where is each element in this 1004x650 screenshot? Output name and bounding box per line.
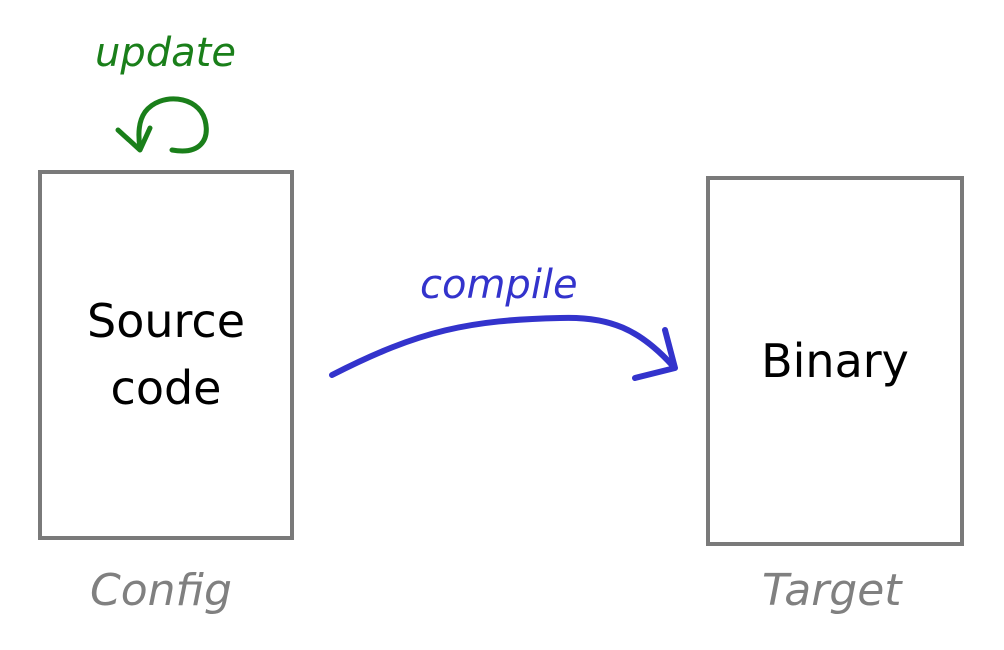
config-caption: Config <box>90 565 232 616</box>
compile-label: compile <box>420 262 578 308</box>
target-caption: Target <box>762 565 902 616</box>
binary-label: Binary <box>761 333 909 388</box>
compile-arrowhead <box>632 327 678 381</box>
update-loop-arrow <box>136 96 209 154</box>
source-label-2: code <box>110 361 222 415</box>
source-label-1: Source <box>87 294 245 349</box>
source-code-box: Source code <box>38 170 294 540</box>
update-label: update <box>95 30 236 76</box>
compile-arrow <box>329 314 675 378</box>
update-arrowhead <box>115 125 153 153</box>
binary-box: Binary <box>706 176 964 546</box>
